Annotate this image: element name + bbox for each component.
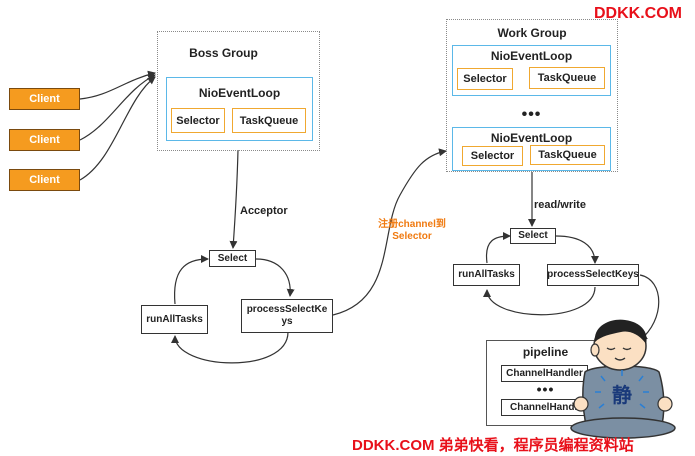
client3-arrow bbox=[79, 76, 156, 181]
boss-group-container bbox=[157, 31, 320, 151]
work-runalltasks-box: runAllTasks bbox=[453, 264, 520, 286]
boss-select-box: Select bbox=[209, 250, 256, 267]
work-taskqueue-box-2: TaskQueue bbox=[530, 145, 605, 165]
boss-select-to-process bbox=[255, 258, 295, 297]
work-taskqueue-box-1: TaskQueue bbox=[529, 67, 605, 89]
meditating-mascot: 静 bbox=[570, 319, 676, 439]
boss-group-title: Boss Group bbox=[189, 46, 258, 60]
work-processselectkeys-box: processSelectKeys bbox=[547, 264, 639, 286]
boss-nioeventloop-title: NioEventLoop bbox=[198, 86, 281, 100]
channelhandler-box-1: ChannelHandler bbox=[501, 365, 588, 382]
pipeline-title: pipeline bbox=[522, 345, 569, 359]
boss-selector-box: Selector bbox=[171, 108, 225, 133]
work-process-to-run bbox=[483, 286, 596, 316]
client-box-2: Client bbox=[9, 129, 80, 151]
register-arrow bbox=[332, 148, 447, 316]
watermark-bottom: DDKK.COM 弟弟快看，程序员编程资料站 bbox=[352, 437, 634, 454]
work-select-box: Select bbox=[510, 228, 556, 244]
client1-arrow bbox=[79, 70, 156, 100]
read-write-label: read/write bbox=[534, 199, 586, 211]
client-box-3: Client bbox=[9, 169, 80, 191]
boss-taskqueue-box: TaskQueue bbox=[232, 108, 306, 133]
work-selector-box-1: Selector bbox=[457, 68, 513, 90]
boss-process-to-run bbox=[171, 331, 289, 364]
process-to-pipeline-arrow bbox=[639, 274, 660, 341]
boss-runalltasks-box: runAllTasks bbox=[141, 305, 208, 334]
work-selector-box-2: Selector bbox=[462, 146, 523, 166]
work-nioeventloop-2-title: NioEventLoop bbox=[490, 131, 573, 145]
register-channel-label: 注册channel到 Selector bbox=[378, 219, 446, 242]
acceptor-arrow bbox=[229, 149, 239, 249]
work-group-ellipsis: ••• bbox=[521, 106, 542, 123]
client2-arrow bbox=[79, 74, 156, 141]
client-box-1: Client bbox=[9, 88, 80, 110]
boss-processselectkeys-box: processSelectKeys bbox=[241, 299, 333, 333]
boss-run-to-select bbox=[173, 255, 209, 305]
mascot-char: 静 bbox=[612, 383, 632, 407]
watermark-top: DDKK.COM bbox=[594, 5, 682, 22]
pipeline-ellipsis: ••• bbox=[536, 381, 555, 397]
work-select-to-process bbox=[555, 235, 599, 264]
work-group-container bbox=[446, 19, 618, 172]
work-run-to-select bbox=[485, 232, 511, 264]
work-nioeventloop-1-title: NioEventLoop bbox=[490, 49, 573, 63]
acceptor-label: Acceptor bbox=[240, 205, 288, 217]
work-group-title: Work Group bbox=[497, 26, 567, 40]
